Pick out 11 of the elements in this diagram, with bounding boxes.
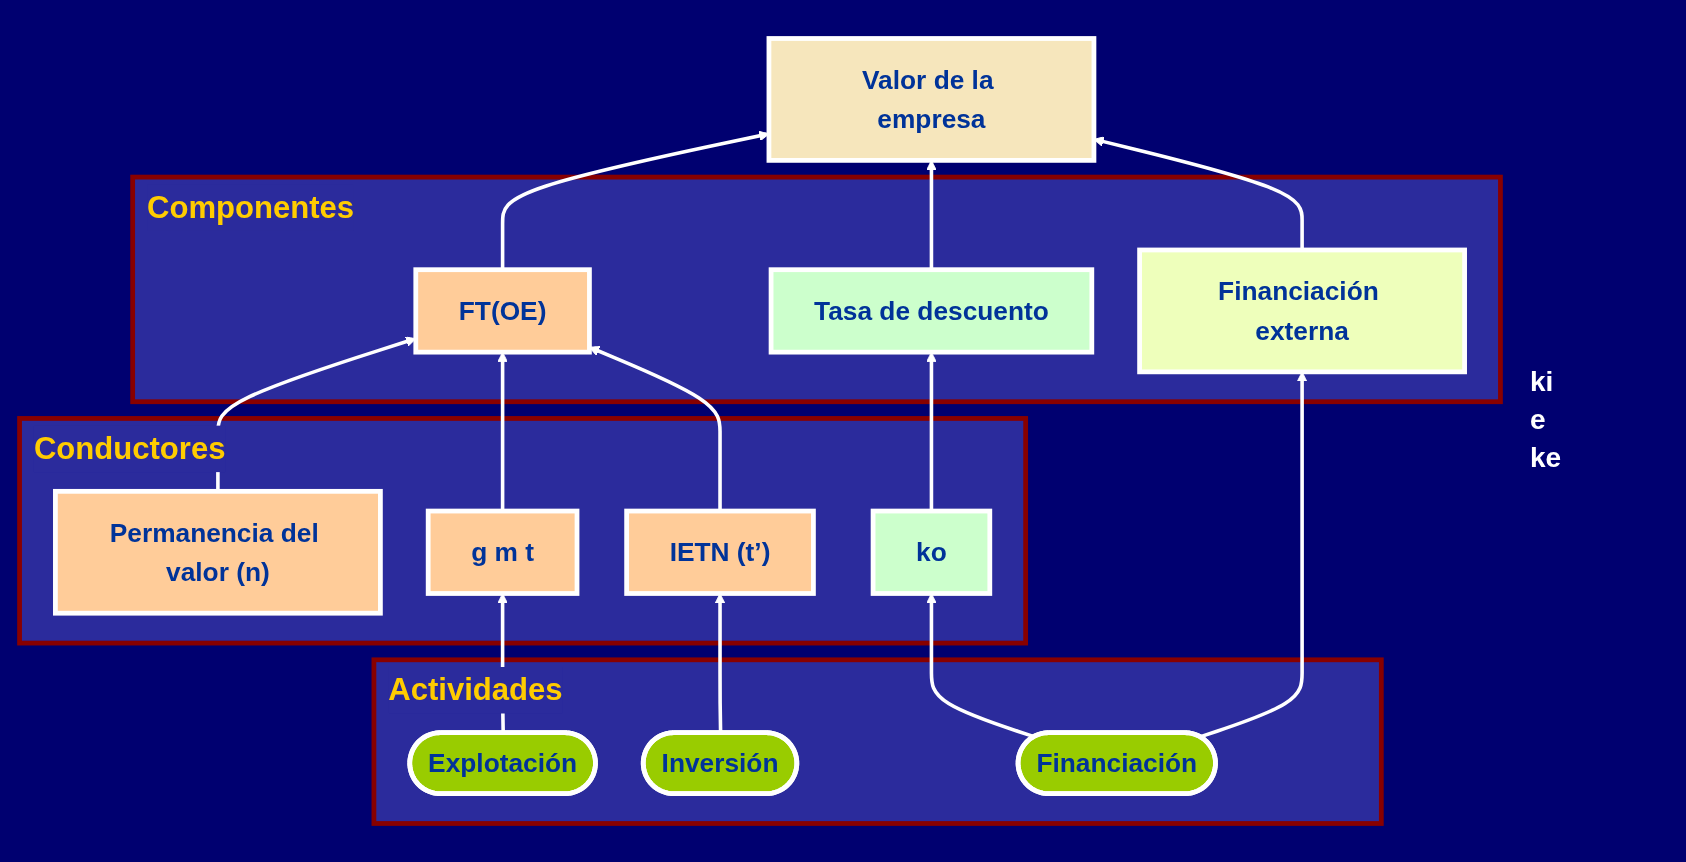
node-box: Tasa de descuento: [768, 267, 1095, 355]
variable-label: e: [1530, 404, 1547, 436]
variable-label: ki: [1530, 366, 1555, 398]
node-box: ko: [870, 508, 993, 596]
node-box: Financiación externa: [1137, 247, 1467, 375]
node-box: Permanencia del valor (n): [53, 488, 383, 616]
node-box: IETN (t’): [624, 508, 816, 596]
node-box: g m t: [425, 508, 580, 596]
node-box: FT(OE): [413, 267, 592, 355]
node-box: Valor de la empresa: [766, 36, 1097, 163]
variable-label: ke: [1530, 442, 1563, 474]
